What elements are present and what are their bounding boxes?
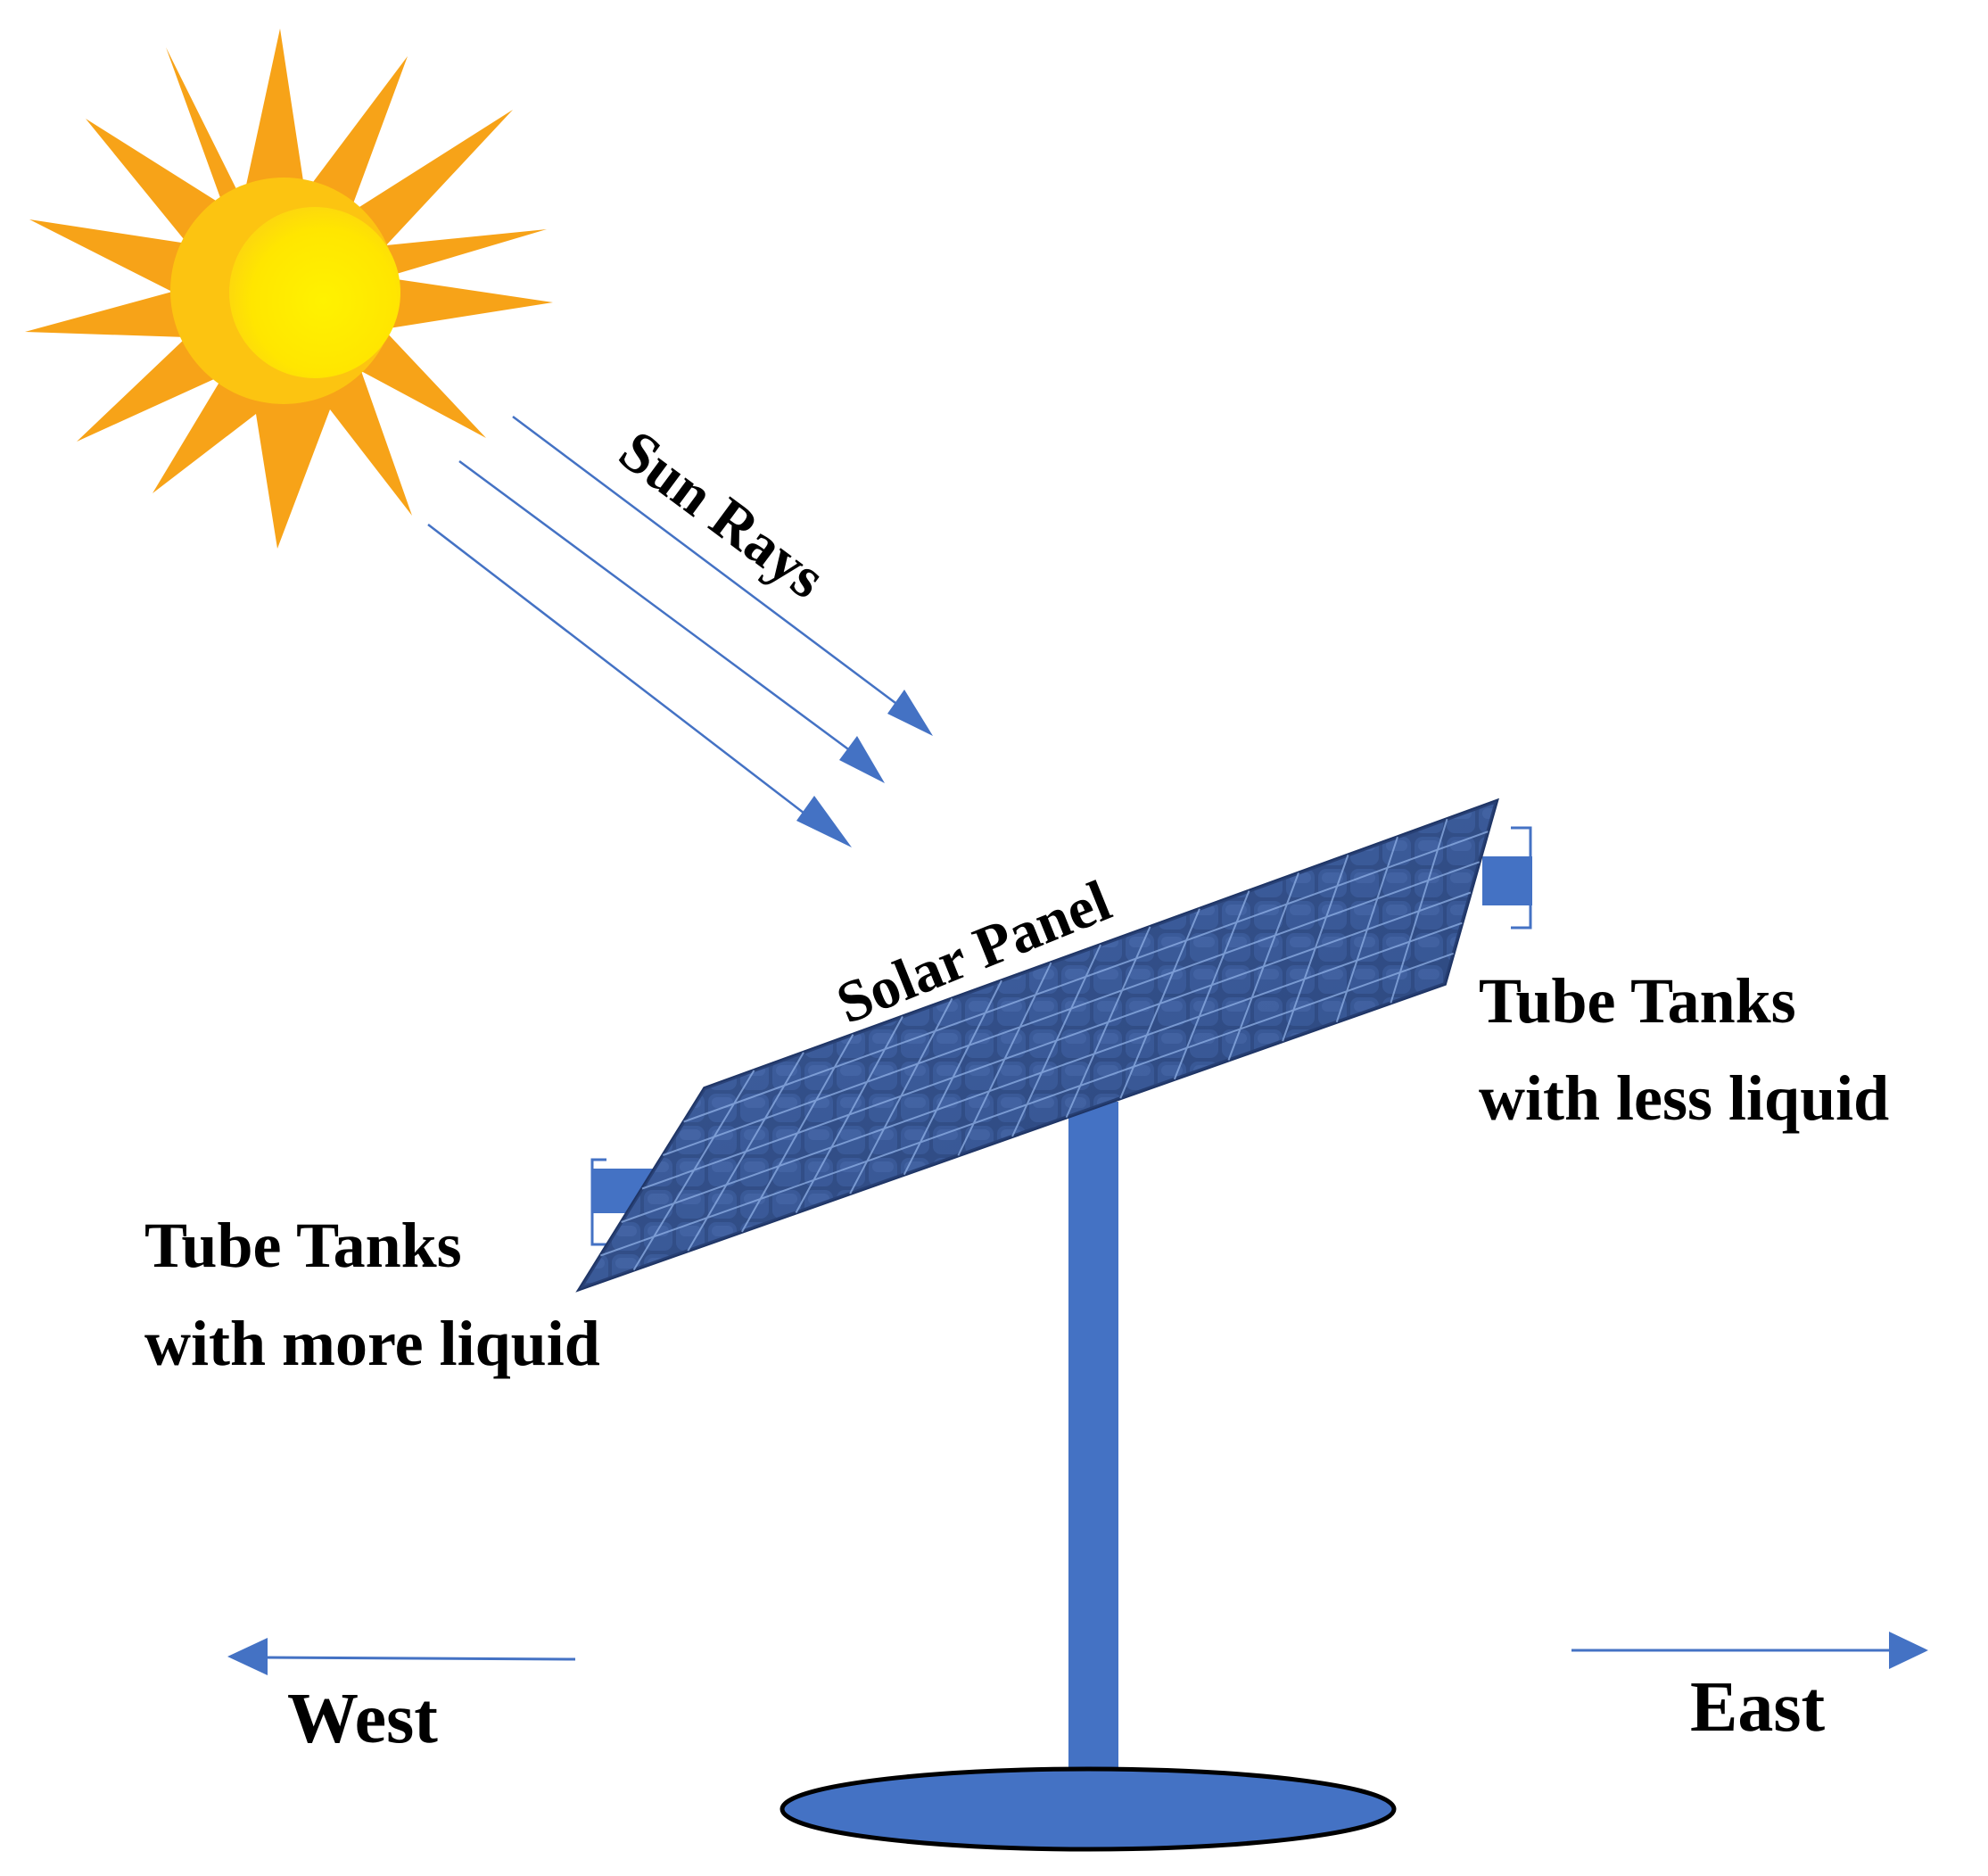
panel-grid-row-line — [599, 952, 1455, 1257]
sun-ray-arrow-1 — [512, 415, 903, 710]
east-arrowhead — [1889, 1632, 1928, 1669]
solar-panel — [575, 798, 1499, 1293]
tank-right-label-line1: Tube Tanks — [1479, 965, 1796, 1037]
tank-right-label-line2: with less liquid — [1479, 1062, 1889, 1134]
sun-ray-arrowhead-2 — [839, 736, 885, 783]
sun-ray-arrows — [427, 415, 933, 847]
tube-tank-left-bracket — [590, 1158, 606, 1246]
tube-tank-right-bracket — [1511, 826, 1532, 930]
solar-panel-grid — [599, 818, 1489, 1271]
panel-stand — [780, 1102, 1397, 1852]
west-arrowhead — [227, 1638, 268, 1675]
sun-ray-arrowhead-3 — [796, 796, 852, 847]
panel-grid-row-line — [621, 921, 1463, 1223]
sun-ray-arrow-2 — [458, 459, 855, 756]
sun-ray-arrowhead-1 — [887, 690, 933, 736]
tank-left-label-line1: Tube Tanks — [144, 1210, 462, 1281]
panel-grid-row-line — [641, 891, 1472, 1190]
panel-grid-row-line — [683, 831, 1489, 1123]
sun-core — [229, 207, 400, 378]
sun-ray-arrow-3 — [427, 524, 809, 817]
panel-grid-row-line — [662, 861, 1481, 1156]
west-arrow — [227, 1638, 576, 1675]
stand-base — [780, 1766, 1397, 1852]
tank-left-label-line2: with more liquid — [144, 1308, 600, 1379]
east-arrow — [1571, 1632, 1928, 1669]
tube-tank-right-body — [1482, 856, 1532, 905]
west-arrow-line — [262, 1656, 576, 1661]
east-label: East — [1690, 1668, 1825, 1747]
tube-tank-right — [1482, 826, 1532, 930]
solar-panel-shading — [580, 801, 1497, 1289]
sun-icon — [25, 29, 553, 549]
stand-pole — [1068, 1102, 1118, 1773]
sun-rays-label: Sun Rays — [607, 417, 837, 611]
west-label: West — [287, 1680, 438, 1758]
